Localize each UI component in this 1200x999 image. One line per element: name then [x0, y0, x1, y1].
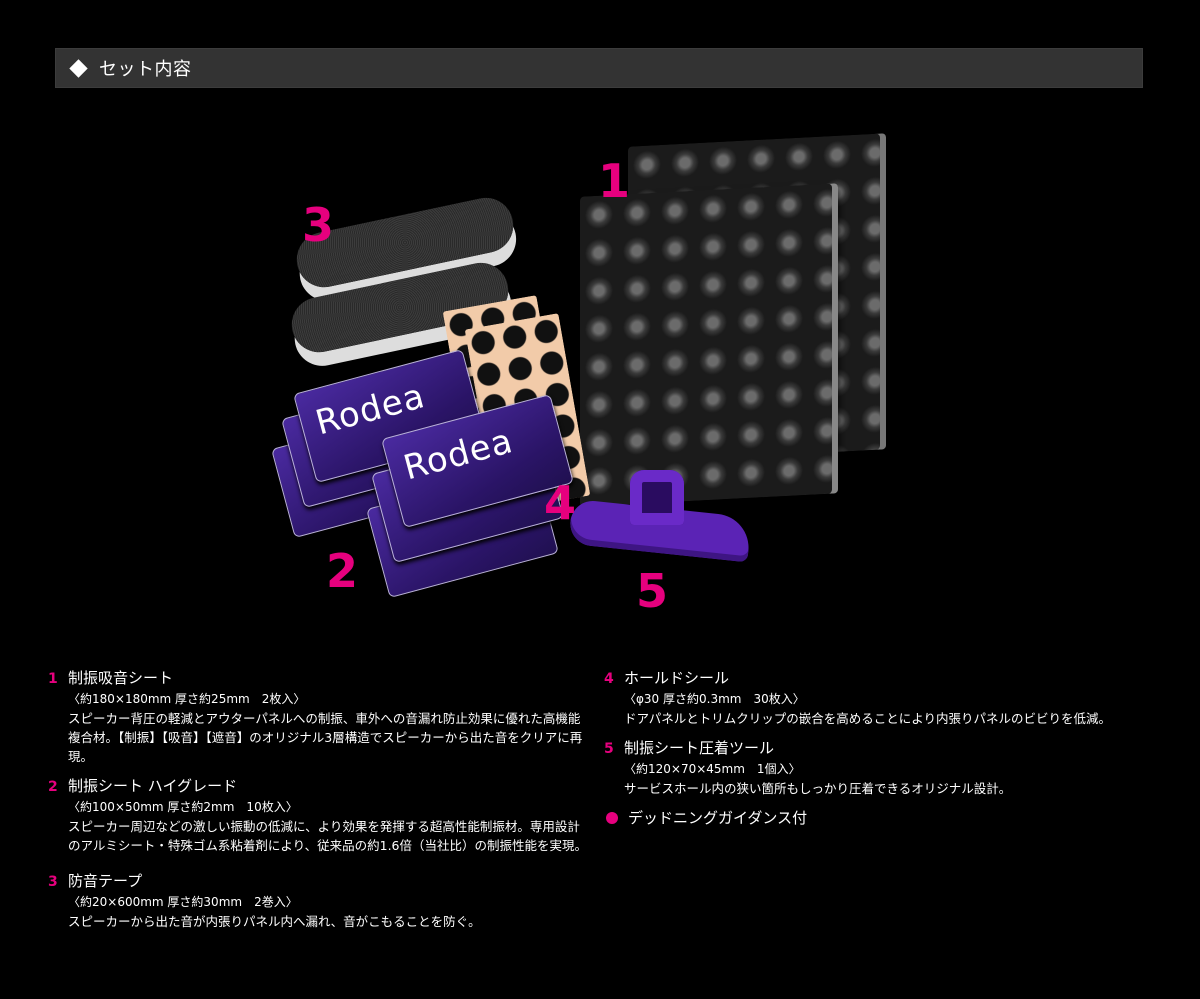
item-4: 4 ホールドシール 〈φ30 厚さ約0.3mm 30枚入〉 ドアパネルとトリムクリ… — [604, 668, 1164, 728]
section-header: セット内容 — [55, 48, 1143, 88]
item-description: スピーカーから出た音が内張りパネル内へ漏れ、音がこもることを防ぐ。 — [68, 914, 481, 929]
item-number: 1 — [48, 671, 58, 687]
crimping-tool — [568, 470, 752, 563]
item-description: サービスホール内の狭い箇所もしっかり圧着できるオリジナル設計。 — [624, 781, 1012, 796]
item-name: ホールドシール — [624, 669, 730, 687]
callout-5: 5 — [636, 564, 669, 618]
guidance-label: デッドニングガイダンス付 — [628, 809, 808, 827]
section-title: セット内容 — [99, 59, 192, 80]
guidance-note: デッドニングガイダンス付 — [604, 808, 1164, 828]
item-number: 3 — [48, 874, 58, 890]
crimping-tool-handle — [630, 470, 684, 525]
callout-2: 2 — [326, 544, 359, 598]
item-name: 制振シート ハイグレード — [68, 777, 238, 795]
item-description: スピーカー背圧の軽減とアウターパネルへの制振、車外への音漏れ防止効果に優れた高機… — [68, 711, 583, 764]
item-list-right: 4 ホールドシール 〈φ30 厚さ約0.3mm 30枚入〉 ドアパネルとトリムクリ… — [604, 668, 1164, 828]
item-name: 防音テープ — [68, 872, 143, 890]
plate-brand-text: Rodea — [399, 421, 518, 489]
item-spec: 〈約20×600mm 厚さ約30mm 2巻入〉 — [68, 895, 298, 909]
callout-3: 3 — [302, 198, 335, 252]
diamond-icon — [69, 58, 88, 78]
item-3: 3 防音テープ 〈約20×600mm 厚さ約30mm 2巻入〉 スピーカーから出た… — [48, 871, 588, 931]
item-spec: 〈φ30 厚さ約0.3mm 30枚入〉 — [624, 692, 805, 706]
item-description: スピーカー周辺などの激しい振動の低減に、より効果を発揮する超高性能制振材。専用設… — [68, 819, 588, 853]
sound-absorbing-sheet-front — [580, 183, 838, 507]
callout-4: 4 — [544, 476, 577, 530]
callout-1: 1 — [598, 154, 631, 208]
item-2: 2 制振シート ハイグレード 〈約100×50mm 厚さ約2mm 10枚入〉 スピ… — [48, 776, 588, 855]
bullet-dot-icon — [606, 812, 618, 824]
item-name: 制振シート圧着ツール — [624, 739, 775, 757]
item-5: 5 制振シート圧着ツール 〈約120×70×45mm 1個入〉 サービスホール内の… — [604, 738, 1164, 798]
product-photo: Rodea Rodea 1 2 3 4 5 — [271, 130, 900, 620]
item-number: 5 — [604, 741, 614, 757]
item-spec: 〈約180×180mm 厚さ約25mm 2枚入〉 — [68, 692, 306, 706]
item-number: 2 — [48, 779, 58, 795]
item-number: 4 — [604, 671, 614, 687]
item-list-left: 1 制振吸音シート 〈約180×180mm 厚さ約25mm 2枚入〉 スピーカー背… — [48, 668, 588, 941]
item-name: 制振吸音シート — [68, 669, 174, 687]
item-spec: 〈約120×70×45mm 1個入〉 — [624, 762, 801, 776]
item-description: ドアパネルとトリムクリップの嵌合を高めることにより内張りパネルのビビりを低減。 — [624, 711, 1112, 726]
item-spec: 〈約100×50mm 厚さ約2mm 10枚入〉 — [68, 800, 298, 814]
item-1: 1 制振吸音シート 〈約180×180mm 厚さ約25mm 2枚入〉 スピーカー背… — [48, 668, 588, 766]
